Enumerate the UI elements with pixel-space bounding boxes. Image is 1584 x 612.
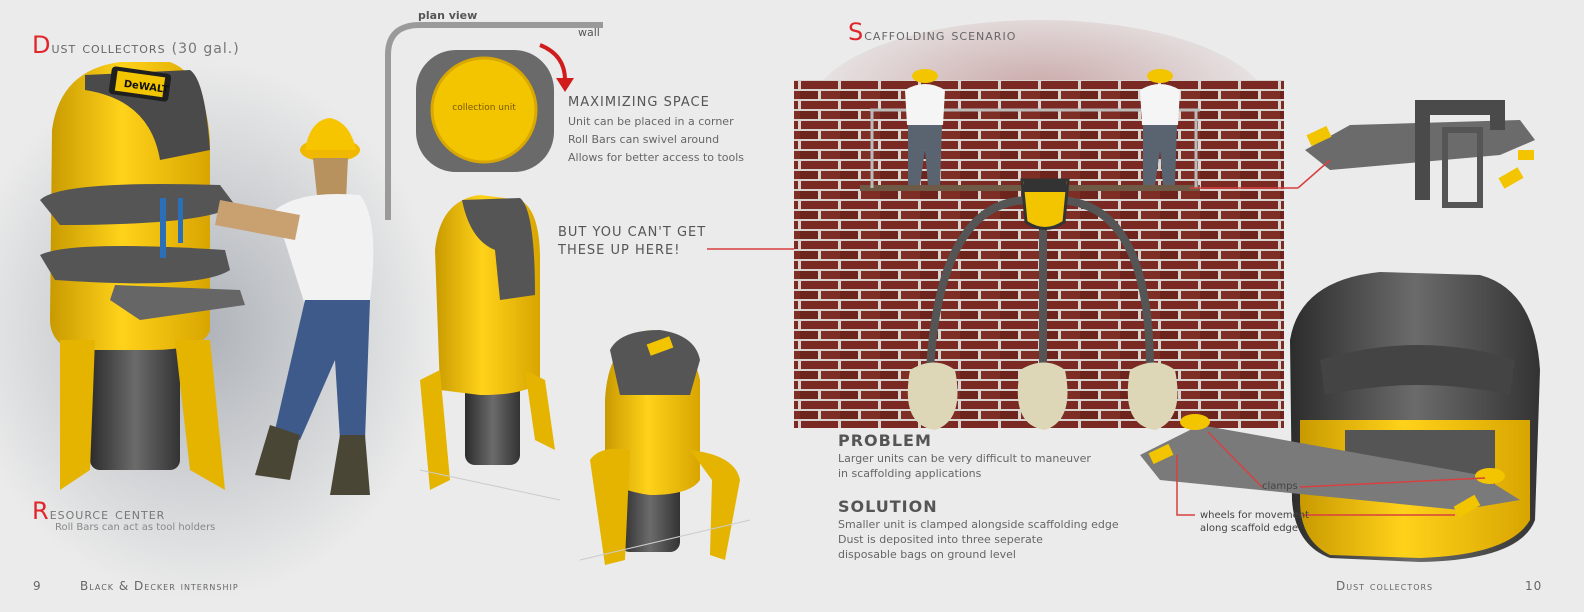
maximizing-list: Unit can be placed in a corner Roll Bars… xyxy=(568,113,744,167)
small-dust-collector-illustration xyxy=(590,330,740,565)
hose-left xyxy=(926,196,1031,371)
right-page-title: Scaffolding scenario xyxy=(848,18,1016,46)
collection-unit-label: collection unit xyxy=(452,103,516,113)
large-dust-collector-illustration: DeWALT xyxy=(40,62,245,490)
scaffold-worker-2 xyxy=(1140,69,1180,185)
title-note: (30 gal.) xyxy=(171,41,240,57)
left-page-title: Dust collectors (30 gal.) xyxy=(32,31,240,59)
solution-line: disposable bags on ground level xyxy=(838,548,1016,561)
callout-text: But you can't get these up here! xyxy=(558,224,706,260)
callout-line-2: these up here! xyxy=(558,243,681,258)
callout-line-1: But you can't get xyxy=(558,225,707,240)
solution-line: Smaller unit is clamped alongside scaffo… xyxy=(838,518,1119,531)
title-initial: D xyxy=(32,31,52,59)
worker-illustration-left xyxy=(215,118,374,495)
rotate-arrow-icon xyxy=(539,43,567,81)
title-rest: caffolding scenario xyxy=(864,25,1017,44)
right-footer: Dust collectors xyxy=(1336,579,1434,593)
plan-view-label: plan view xyxy=(418,9,478,22)
problem-title: PROBLEM xyxy=(838,431,932,450)
title-initial: S xyxy=(848,18,865,46)
scaffold-worker-1 xyxy=(905,69,945,185)
clamp-detail-illustration xyxy=(1305,100,1535,208)
resource-note: Roll Bars can act as tool holders xyxy=(55,522,216,533)
medium-dust-collector-illustration xyxy=(420,195,555,490)
maximizing-title: maximizing space xyxy=(568,95,710,110)
clamps-label: clamps xyxy=(1262,481,1298,492)
maximizing-point: Roll Bars can swivel around xyxy=(568,133,720,146)
solution-text: Smaller unit is clamped alongside scaffo… xyxy=(838,517,1119,562)
problem-line: in scaffolding applications xyxy=(838,467,982,480)
problem-line: Larger units can be very difficult to ma… xyxy=(838,452,1091,465)
wall-unit xyxy=(1020,178,1070,230)
solution-title: SOLUTION xyxy=(838,497,938,516)
scaffold-collector-closeup xyxy=(1140,272,1540,562)
resource-center-title: Resource center xyxy=(32,497,165,525)
left-page-number: 9 xyxy=(33,579,42,593)
maximizing-point: Unit can be placed in a corner xyxy=(568,115,734,128)
wheels-label-line: wheels for movement xyxy=(1200,510,1309,521)
wheels-label-line: along scaffold edge xyxy=(1200,523,1299,534)
plan-view-wall xyxy=(385,22,603,220)
wheels-label: wheels for movement along scaffold edge xyxy=(1200,509,1309,535)
maximizing-point: Allows for better access to tools xyxy=(568,151,745,164)
title-rest: ust collectors xyxy=(51,38,166,57)
left-footer: Black & Decker internship xyxy=(80,579,239,593)
dust-bag-3 xyxy=(1127,362,1178,430)
right-page-number: 10 xyxy=(1525,579,1543,593)
problem-text: Larger units can be very difficult to ma… xyxy=(838,451,1091,481)
resource-initial: R xyxy=(32,497,50,525)
wall-label: wall xyxy=(578,26,600,39)
hose-right xyxy=(1054,196,1154,371)
resource-rest: esource center xyxy=(49,504,166,523)
solution-line: Dust is deposited into three seperate xyxy=(838,533,1043,546)
dust-bag-2 xyxy=(1017,362,1068,430)
dust-bag-1 xyxy=(907,362,958,430)
